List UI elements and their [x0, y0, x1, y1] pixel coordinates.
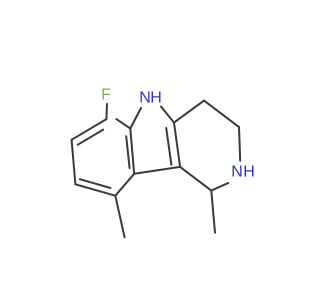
bond-c7-c7a — [115, 118, 132, 130]
bond-ch2a-ch2b — [203, 99, 240, 129]
fluorine-atom-label: F — [101, 87, 111, 104]
bond-c3-c3a — [133, 165, 182, 175]
indole-nitrogen-label: N — [139, 90, 151, 107]
bond-c7a-n1 — [129, 107, 142, 130]
pyrrole-ring — [129, 105, 182, 175]
bond-c2-c3 — [173, 121, 182, 168]
molecule-structure: F N H N H — [70, 87, 255, 239]
indole-hydrogen-label: H — [150, 90, 162, 107]
bond-c4-c5 — [74, 183, 117, 197]
bond-c4-c5-inner — [78, 178, 112, 189]
bond-ch-methyl — [210, 189, 216, 234]
bond-c6-c7 — [70, 118, 108, 141]
bond-c5-c6 — [70, 138, 77, 186]
bond-ch2b-n2 — [238, 126, 242, 162]
bond-c2-ch2a — [173, 99, 205, 124]
bond-c7a-c3a-inner — [125, 135, 131, 170]
piperidine-ring — [173, 99, 242, 192]
bond-c3a-c4 — [114, 172, 136, 197]
ring-hydrogen-label: H — [243, 164, 255, 181]
bond-c4-methyl — [114, 194, 126, 239]
bond-n1-c2 — [160, 105, 175, 124]
bond-c2-c3-inner — [165, 127, 173, 166]
bond-c7-fluorine — [105, 103, 108, 121]
bond-n2-ch — [210, 182, 230, 192]
bond-c7a-c3a — [129, 127, 136, 175]
benzene-ring — [70, 118, 136, 197]
ring-nitrogen-label: N — [231, 164, 243, 181]
substituents — [105, 103, 216, 239]
bond-ch-c3 — [179, 165, 213, 192]
bond-c6-c7-inner — [76, 128, 105, 146]
